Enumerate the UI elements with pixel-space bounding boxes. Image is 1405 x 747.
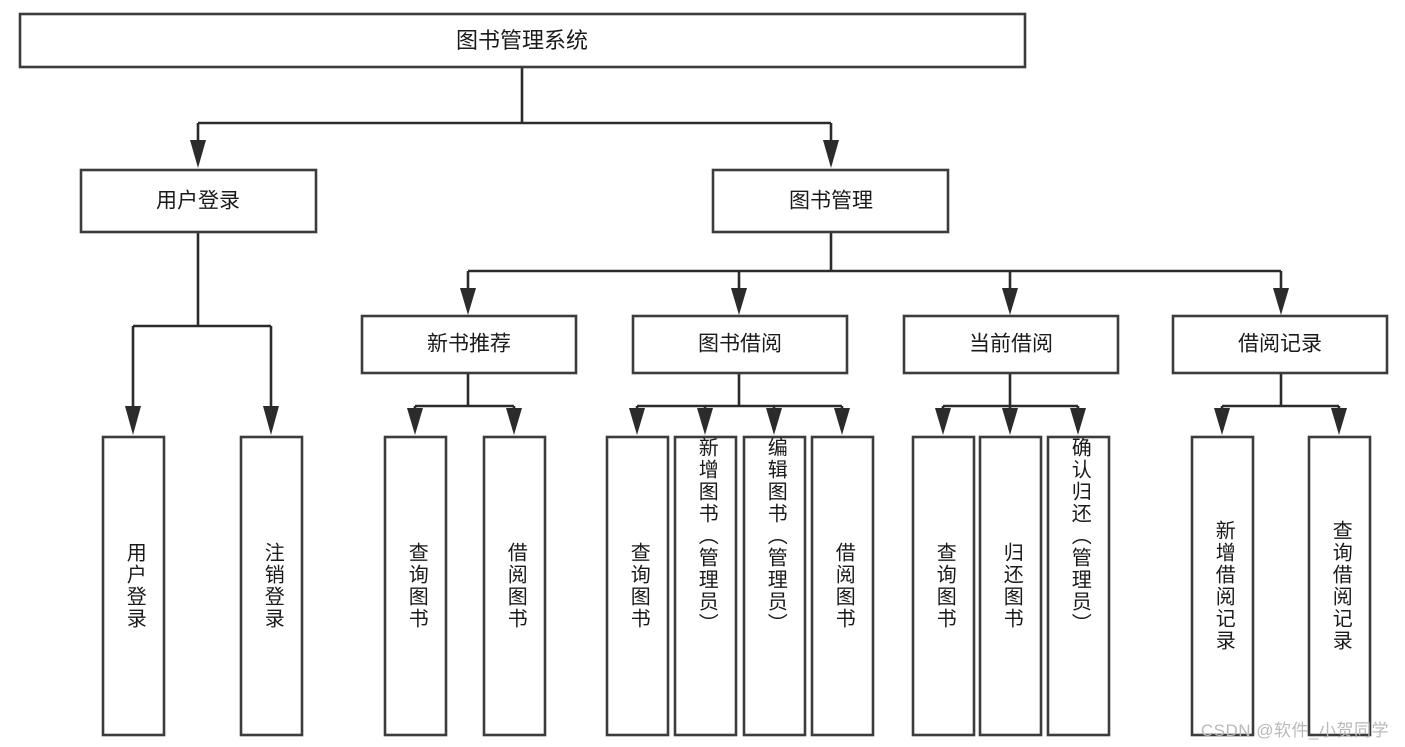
arrow-head-leaf-new-book-1: [407, 408, 423, 435]
node-borrow-record[interactable]: 借阅记录: [1171, 314, 1389, 375]
arrow-head-leaf-new-book-2: [506, 408, 522, 435]
leaf-box-borrow-book-3[interactable]: [742, 435, 807, 737]
arrow-head-leaf-borrow-book-2: [697, 408, 713, 435]
node-root[interactable]: 图书管理系统: [18, 12, 1027, 69]
node-borrow-record-label: 借阅记录: [1238, 333, 1322, 356]
connector-group: [125, 67, 1347, 435]
arrow-head-leaf-current-borrow-3: [1070, 408, 1086, 435]
leaf-box-new-book-1[interactable]: [383, 435, 448, 737]
node-book-manage[interactable]: 图书管理: [711, 168, 950, 234]
arrow-head-leaf-current-borrow-1: [935, 408, 951, 435]
node-root-box: [18, 12, 1027, 69]
arrow-head-borrow-book: [731, 288, 747, 315]
leaf-box-current-borrow-1[interactable]: [911, 435, 976, 737]
node-current-borrow-box: [902, 314, 1120, 375]
leaf-box-borrow-book-4[interactable]: [810, 435, 875, 737]
node-borrow-book-box: [631, 314, 849, 375]
node-new-book-label: 新书推荐: [427, 333, 511, 356]
node-borrow-book[interactable]: 图书借阅: [631, 314, 849, 375]
arrow-head-leaf-borrow-book-4: [834, 408, 850, 435]
arrow-head-book-manage: [823, 140, 839, 168]
arrow-head-leaf-borrow-record-1: [1214, 408, 1230, 435]
arrow-head-current-borrow: [1002, 288, 1018, 315]
leaf-box-user-login-2[interactable]: [239, 435, 304, 737]
leaf-box-current-borrow-3[interactable]: [1046, 435, 1111, 737]
node-root-label: 图书管理系统: [456, 28, 588, 53]
arrow-head-leaf-borrow-book-1: [629, 408, 645, 435]
leaf-box-user-login-1[interactable]: [101, 435, 166, 737]
arrow-head-borrow-record: [1273, 288, 1289, 315]
node-current-borrow[interactable]: 当前借阅: [902, 314, 1120, 375]
leaf-box-borrow-record-1[interactable]: [1190, 435, 1255, 737]
arrow-head-leaf-borrow-book-3: [766, 408, 782, 435]
arrow-head-leaf-user-login-1: [125, 406, 141, 435]
arrow-head-leaf-user-login-2: [263, 406, 279, 435]
leaf-box-borrow-book-2[interactable]: [673, 435, 738, 737]
leaf-box-borrow-record-2[interactable]: [1307, 435, 1372, 737]
arrow-head-leaf-borrow-record-2: [1331, 408, 1347, 435]
node-book-manage-box: [711, 168, 950, 234]
leaf-box-new-book-2[interactable]: [482, 435, 547, 737]
arrow-head-new-book: [460, 288, 476, 315]
node-user-login[interactable]: 用户登录: [79, 168, 318, 234]
arrow-head-user-login: [190, 140, 206, 168]
watermark-text: CSDN @软件_小贺同学: [1200, 721, 1389, 740]
node-borrow-record-box: [1171, 314, 1389, 375]
node-book-manage-label: 图书管理: [789, 190, 873, 213]
node-current-borrow-label: 当前借阅: [969, 333, 1053, 356]
node-borrow-book-label: 图书借阅: [698, 333, 782, 356]
node-new-book[interactable]: 新书推荐: [360, 314, 578, 375]
node-user-login-label: 用户登录: [156, 190, 240, 213]
node-new-book-box: [360, 314, 578, 375]
arrow-head-leaf-current-borrow-2: [1002, 408, 1018, 435]
leaf-box-current-borrow-2[interactable]: [978, 435, 1043, 737]
node-user-login-box: [79, 168, 318, 234]
leaf-box-borrow-book-1[interactable]: [605, 435, 670, 737]
